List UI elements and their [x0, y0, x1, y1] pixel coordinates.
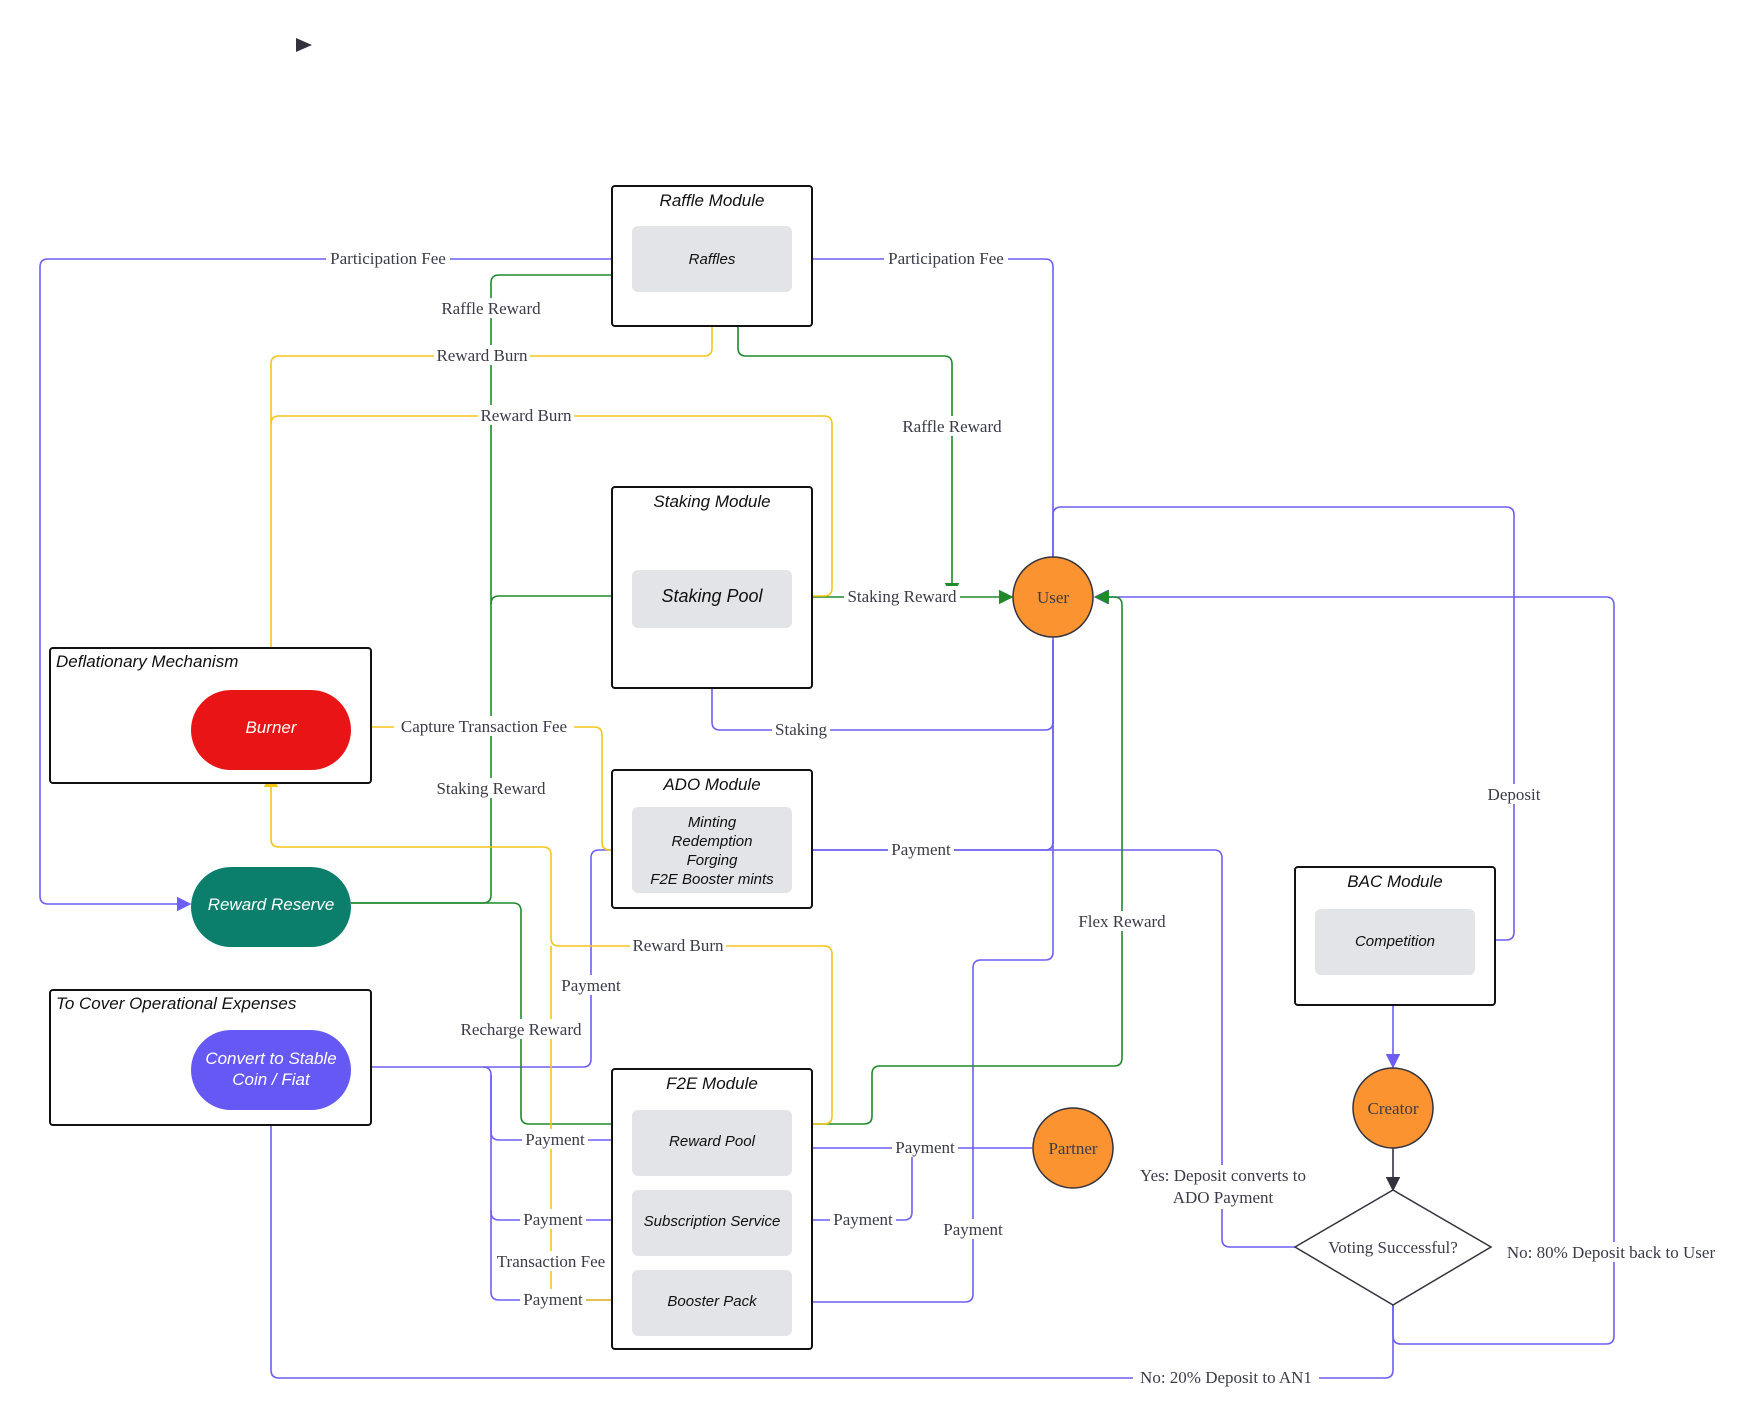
label-capture-transaction-fee: Capture Transaction Fee [401, 717, 567, 736]
partner: Partner [1032, 1107, 1114, 1189]
edge-participation-fee-left [39, 258, 632, 912]
edge-recharge-reward [351, 902, 632, 1132]
label-staking-reward-left: Staking Reward [436, 779, 546, 798]
creator-node[interactable] [1352, 1067, 1434, 1149]
label-recharge-reward: Recharge Reward [461, 1020, 582, 1039]
label-deposit: Deposit [1488, 785, 1541, 804]
voting-diamond[interactable] [1293, 1189, 1493, 1306]
f2e-module: F2E Module Reward Pool Subscription Serv… [611, 1068, 813, 1350]
label-flex-reward: Flex Reward [1078, 912, 1166, 931]
edge-payment-booster-convert [490, 1210, 632, 1301]
voting-label: Voting Successful? [1328, 1238, 1458, 1257]
bac-module: BAC Module Competition [1294, 866, 1496, 1006]
bac-module-title: BAC Module [1347, 872, 1442, 891]
label-reward-burn-1: Reward Burn [436, 346, 528, 365]
ado-line-booster-mints: F2E Booster mints [650, 871, 774, 888]
cursor-triangle-icon [296, 38, 312, 52]
label-no-20-deposit: No: 20% Deposit to AN1 [1140, 1368, 1312, 1387]
staking-pool-box[interactable] [632, 570, 792, 628]
label-payment-ado: Payment [891, 840, 951, 859]
edge-yes-deposit-ado [792, 842, 1298, 1248]
booster-pack-box[interactable] [632, 1270, 792, 1336]
label-payment-partner-subscription: Payment [833, 1210, 893, 1229]
ado-module-title: ADO Module [662, 775, 760, 794]
label-reward-burn-3: Reward Burn [632, 936, 724, 955]
ado-line-forging: Forging [687, 852, 739, 869]
edge-raffle-reward-left [351, 267, 632, 904]
subscription-service-label: Subscription Service [644, 1213, 781, 1230]
creator: Creator [1352, 1067, 1434, 1149]
label-raffle-reward-left: Raffle Reward [441, 299, 541, 318]
staking-module-title: Staking Module [653, 492, 770, 511]
edge-reward-burn-staking [270, 415, 833, 597]
convert-label-line2: Coin / Fiat [232, 1070, 311, 1089]
user-node[interactable] [1012, 556, 1094, 638]
subscription-service-box[interactable] [632, 1190, 792, 1256]
operational-expenses: To Cover Operational Expenses Convert to… [49, 989, 372, 1126]
label-transaction-fee: Transaction Fee [497, 1252, 605, 1271]
partner-node[interactable] [1032, 1107, 1114, 1189]
label-participation-fee-left: Participation Fee [330, 249, 446, 268]
reward-reserve: Reward Reserve [191, 867, 351, 947]
partner-label: Partner [1048, 1139, 1097, 1158]
edge-raffle-reward-right [737, 292, 960, 598]
ado-line-minting: Minting [688, 814, 737, 831]
label-payment-ado-left: Payment [561, 976, 621, 995]
edge-no-20-deposit-an1 [263, 1106, 1394, 1379]
label-payment-partner: Payment [895, 1138, 955, 1157]
edge-payment-user-ado [792, 640, 1054, 858]
label-staking: Staking [775, 720, 827, 739]
reward-pool-box[interactable] [632, 1110, 792, 1176]
voting-decision: Voting Successful? [1293, 1189, 1493, 1306]
label-yes-deposit-line2: ADO Payment [1173, 1188, 1274, 1207]
edge-flex-reward [792, 589, 1123, 1125]
edge-deposit [1052, 506, 1515, 948]
ado-functions-box[interactable] [632, 807, 792, 893]
f2e-module-title: F2E Module [666, 1074, 758, 1093]
label-yes-deposit-line1: Yes: Deposit converts to [1140, 1166, 1306, 1185]
edge-capture-transaction-fee [351, 719, 632, 851]
reward-pool-label: Reward Pool [669, 1133, 756, 1150]
ado-line-redemption: Redemption [672, 833, 753, 850]
convert-label-line1: Convert to Stable [205, 1049, 336, 1068]
edge-no-80-deposit-user [1093, 589, 1615, 1345]
booster-pack-label: Booster Pack [667, 1293, 758, 1310]
label-raffle-reward-right: Raffle Reward [902, 417, 1002, 436]
competition-label: Competition [1355, 933, 1435, 950]
edge-participation-fee-right [793, 251, 1054, 592]
user-label: User [1037, 588, 1069, 607]
deflationary-mechanism-title: Deflationary Mechanism [56, 652, 238, 671]
operational-expenses-title: To Cover Operational Expenses [56, 994, 297, 1013]
staking-module: Staking Module Staking Pool [611, 486, 813, 689]
burner-node[interactable] [191, 690, 351, 770]
label-no-80-deposit: No: 80% Deposit back to User [1507, 1243, 1716, 1262]
deflationary-mechanism: Deflationary Mechanism Burner [49, 647, 372, 784]
ado-module: ADO Module Minting Redemption Forging F2… [611, 769, 813, 909]
raffles-label: Raffles [689, 251, 736, 268]
burner-label: Burner [245, 718, 297, 737]
edge-payment-ado-convert [355, 849, 632, 1075]
user: User [1012, 556, 1094, 638]
label-staking-reward-right: Staking Reward [847, 587, 957, 606]
edge-staking-reward-left [490, 588, 632, 605]
edge-payment-partner-subscription [792, 1148, 913, 1228]
raffles-box[interactable] [632, 226, 792, 292]
convert-node[interactable] [191, 1030, 351, 1110]
label-payment-rewardpool: Payment [525, 1130, 585, 1149]
reward-reserve-node[interactable] [191, 867, 351, 947]
competition-box[interactable] [1315, 909, 1475, 975]
label-participation-fee-right: Participation Fee [888, 249, 1004, 268]
creator-label: Creator [1368, 1099, 1419, 1118]
edge-reward-burn-rewardpool [263, 772, 833, 1125]
label-payment-subscription: Payment [523, 1210, 583, 1229]
label-payment-user-booster: Payment [943, 1220, 1003, 1239]
edge-payment-user-booster [792, 640, 1054, 1310]
label-payment-booster: Payment [523, 1290, 583, 1309]
raffle-module: Raffle Module Raffles [611, 185, 813, 327]
staking-pool-label: Staking Pool [661, 586, 763, 606]
reward-reserve-label: Reward Reserve [208, 895, 335, 914]
label-reward-burn-2: Reward Burn [480, 406, 572, 425]
raffle-module-title: Raffle Module [660, 191, 765, 210]
